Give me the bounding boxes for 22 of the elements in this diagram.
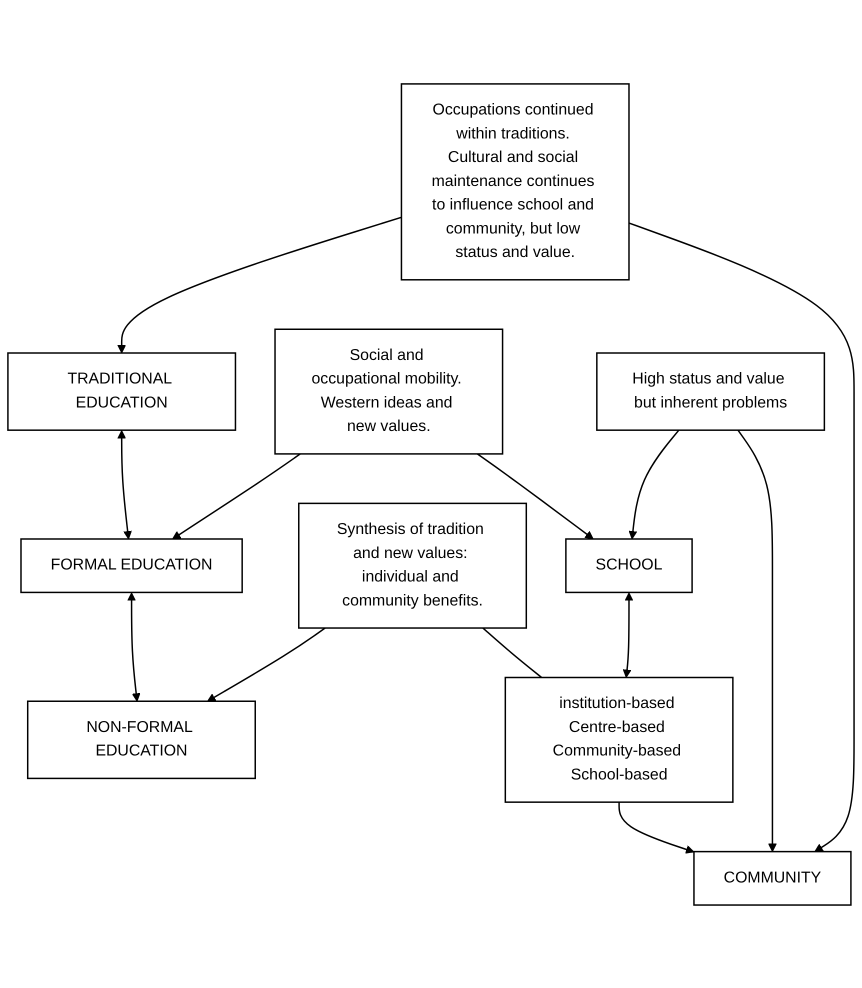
arrow [127,592,141,702]
node-box: COMMUNITY [693,850,852,906]
node-box: TRADITIONAL EDUCATION [7,352,236,430]
connector [482,627,542,678]
arrow [117,430,132,539]
node-box: Social and occupational mobility. Western ideas and new values. [274,328,504,454]
arrow [172,452,301,539]
node-box: Synthesis of tradition and new values: individual and community benefits. [298,502,528,628]
node-box: SCHOOL [565,538,693,593]
arrow [117,216,402,353]
node-box: institution-based Centre-based Community-based School-based [504,676,734,802]
node-box: Occupations continued within traditions. Cultural and social maintenance continues to influence school and community, but low status and value. [400,82,630,280]
node-box: High status and value but inherent problems [596,352,826,430]
node-box: NON-FORMAL EDUCATION [26,700,256,779]
arrow [628,429,680,539]
arrow [737,429,777,852]
node-box: FORMAL EDUCATION [20,538,243,593]
arrow [476,452,594,539]
arrow [207,626,326,702]
arrow [622,592,634,678]
arrow [628,222,855,852]
arrow [618,802,694,854]
